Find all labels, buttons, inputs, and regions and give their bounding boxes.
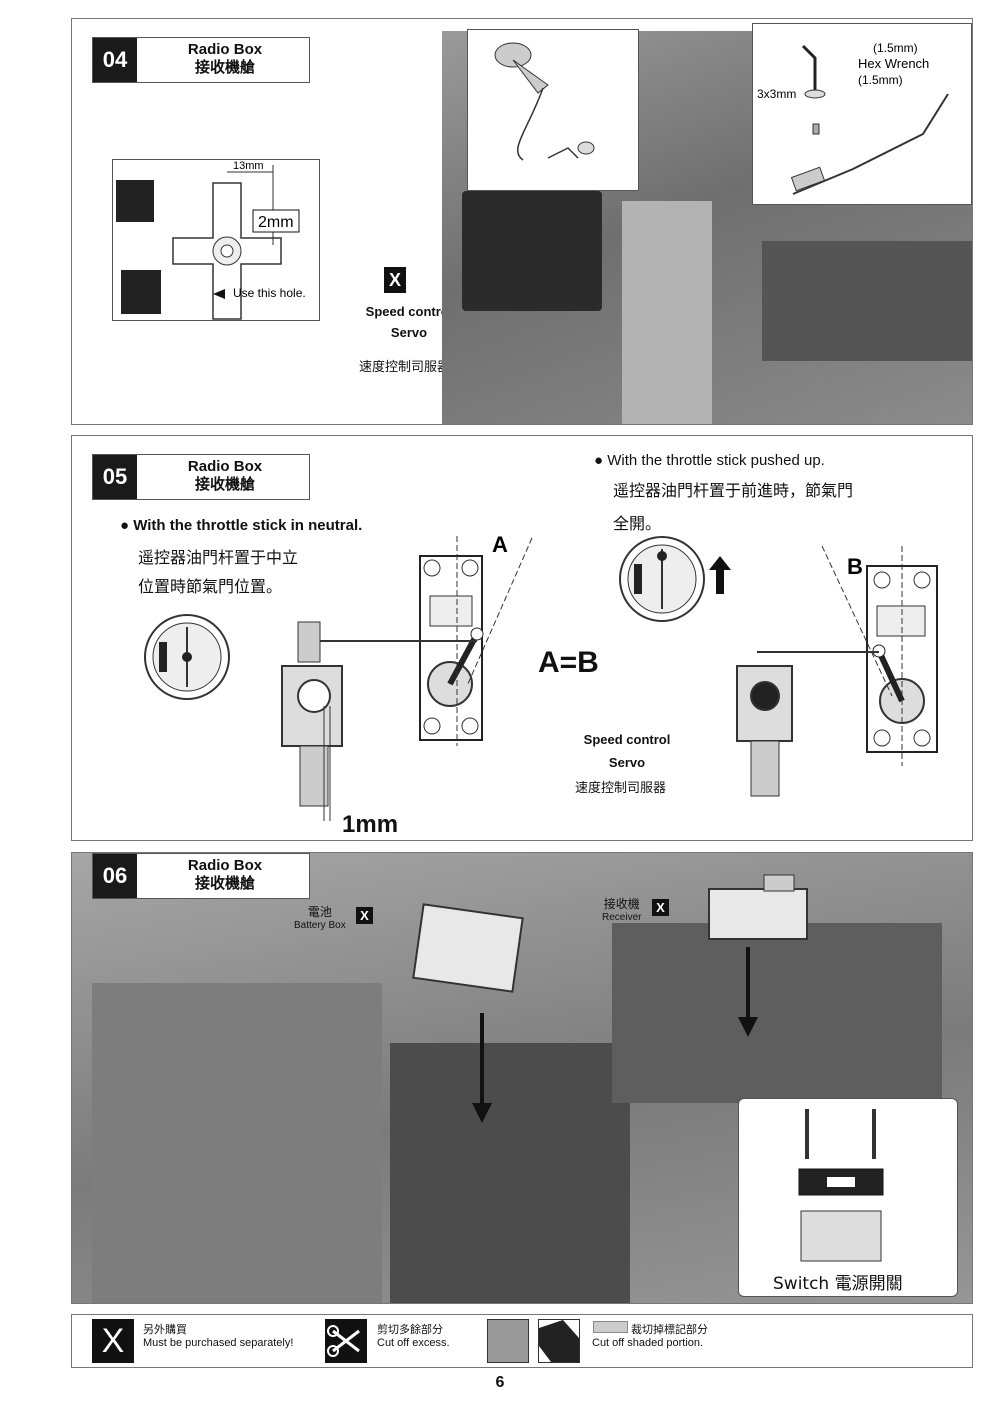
bullet-icon: ● [120, 517, 130, 534]
legend-bar: X 另外購買 Must be purchased separately! 剪切多… [71, 1314, 973, 1368]
scissors-icon [325, 1319, 367, 1363]
equation-label: A=B [538, 646, 599, 679]
pushed-instruction: ● With the throttle stick pushed up. [594, 452, 825, 469]
gap-label: 1mm [342, 811, 399, 838]
switch-inset: Switch 電源開關 [738, 1098, 958, 1297]
cut-shaded-icon-2 [538, 1319, 580, 1363]
neutral-zh-2: 位置時節氣門位置。 [138, 577, 283, 596]
step-number: 04 [93, 38, 137, 82]
transmitter-pushed-icon [619, 536, 705, 622]
step-04-panel: 04 Radio Box 接收機艙 13mm 2mm Use this hole… [71, 18, 973, 425]
shaded-swatch [593, 1321, 628, 1333]
step-05-panel: 05 Radio Box 接收機艙 ● With the throttle st… [71, 435, 973, 841]
step-05-header: 05 Radio Box 接收機艙 [92, 454, 310, 500]
legend-x-text: 另外購買 Must be purchased separately! [143, 1324, 294, 1349]
battery-box-drawing [412, 903, 524, 993]
arrow-down-icon [738, 947, 758, 1037]
battery-label: 電池 Battery Box [294, 905, 346, 931]
legend-shade-text: 裁切掉標記部分 Cut off shaded portion. [592, 1324, 708, 1349]
linkage-drawing [494, 42, 595, 161]
step-title: Radio Box 接收機艙 [187, 857, 263, 892]
step-06-panel: 06 Radio Box 接收機艙 電池 Battery Box X 接收機 R… [71, 852, 973, 1304]
neutral-zh-1: 遥控器油門杆置于中立 [138, 548, 299, 567]
servo-label-zh: 速度控制司服器 [359, 360, 451, 375]
page-number: 6 [495, 1374, 505, 1391]
wrench-size: (1.5mm) [873, 41, 918, 55]
hex-wrench-inset: (1.5mm) Hex Wrench (1.5mm) 3x3mm [752, 23, 972, 205]
legend-cut-text: 剪切多餘部分 Cut off excess. [377, 1324, 450, 1349]
screw-size: 3x3mm [757, 87, 796, 101]
servo-label-en: Speed control Servo [583, 732, 671, 770]
wrench-size-2: (1.5mm) [858, 73, 903, 87]
linkage-inset [467, 29, 639, 191]
arrow-up-icon [709, 556, 731, 594]
step-title: Radio Box 接收機艙 [187, 458, 263, 493]
step-number: 05 [93, 455, 137, 499]
pushed-zh-1: 遥控器油門杆置于前進時，節氣門 [613, 481, 854, 500]
receiver-x-mark: X [652, 899, 669, 916]
servo-horn-diagram: 13mm 2mm Use this hole. [112, 159, 320, 321]
bullet-icon: ● [594, 452, 604, 469]
receiver-drawing [708, 874, 808, 940]
transmitter-neutral-icon [144, 614, 230, 700]
label-a: A [492, 536, 508, 557]
step-title: Radio Box 接收機艙 [187, 41, 263, 76]
switch-drawing [798, 1109, 884, 1262]
purchase-separately-icon: X [92, 1319, 134, 1363]
hex-wrench-drawing: (1.5mm) Hex Wrench (1.5mm) 3x3mm [757, 41, 949, 195]
purchase-separately-mark: X [384, 267, 406, 293]
step-number: 06 [93, 854, 137, 898]
switch-label: Switch 電源開關 [773, 1274, 903, 1294]
servo-label-zh: 速度控制司服器 [575, 781, 667, 796]
step-04-header: 04 Radio Box 接收機艙 [92, 37, 310, 83]
drill-size: 2mm [258, 214, 294, 231]
battery-x-mark: X [356, 907, 373, 924]
label-b: B [847, 554, 863, 579]
horn-dimension: 13mm [233, 160, 264, 172]
pushed-linkage-diagram: B [736, 546, 938, 797]
cut-shaded-icon-1 [487, 1319, 529, 1363]
servo-label-en: Speed control Servo [365, 304, 453, 340]
wrench-name: Hex Wrench [858, 56, 929, 71]
neutral-linkage-diagram: A [281, 536, 533, 821]
pushed-zh-2: 全開。 [613, 514, 662, 533]
use-hole-note: Use this hole. [233, 286, 306, 300]
step-06-header: 06 Radio Box 接收機艙 [92, 853, 310, 899]
neutral-instruction: ● With the throttle stick in neutral. [120, 517, 363, 534]
arrow-down-icon [472, 1013, 492, 1123]
receiver-label: 接收機 Receiver [602, 897, 642, 923]
servo-horn-drawing: 13mm 2mm Use this hole. [116, 160, 306, 320]
